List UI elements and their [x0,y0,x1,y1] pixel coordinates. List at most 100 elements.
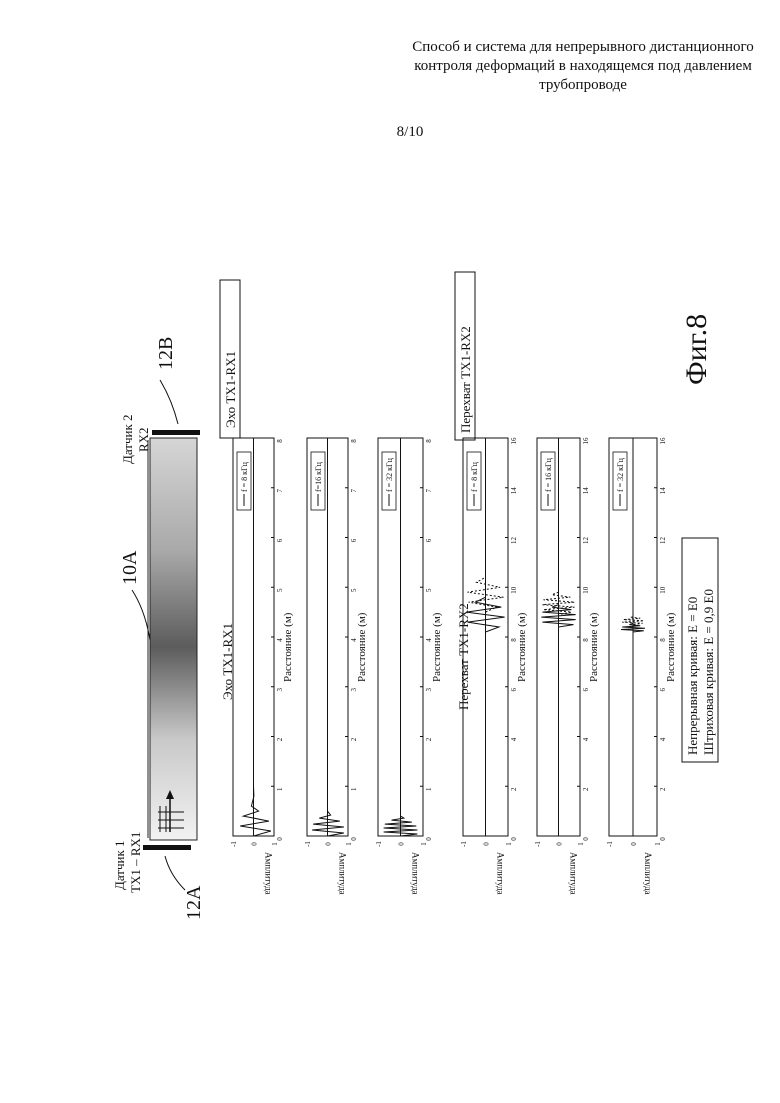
x-tick-label: 12 [582,537,590,545]
y-tick-label: -1 [230,841,238,847]
x-tick-label: 6 [659,688,667,692]
leader-10a [132,590,150,640]
amplitude-chart-6: 0246810121416-101АмплитудаРасстояние (м)… [606,437,677,895]
x-tick-label: 8 [425,439,433,443]
x-tick-label: 3 [350,688,358,692]
x-tick-label: 6 [425,538,433,542]
pipe-diagram: 12A 12B 10A Датчик 1 TX1 – RX1 Датчик 2 … [112,337,205,920]
y-tick-label: 0 [556,842,564,846]
x-tick-label: 16 [510,437,518,445]
legend-text: f = 16 кГц [544,457,553,492]
y-tick-label: 1 [345,842,353,846]
sensor2-channels: RX2 [136,427,151,452]
x-tick-label: 14 [510,487,518,495]
x-tick-label: 6 [276,538,284,542]
x-tick-label: 12 [659,537,667,545]
x-tick-label: 0 [659,837,667,841]
y-tick-label: 0 [398,842,406,846]
x-tick-label: 7 [350,489,358,493]
figure-label: Фиг.8 [680,314,713,385]
y-tick-label: 0 [251,842,259,846]
x-tick-label: 4 [659,737,667,741]
amplitude-chart-3: 012345678-101АмплитудаРасстояние (м)f = … [375,438,443,895]
x-tick-label: 2 [582,787,590,791]
y-axis-label: Амплитуда [411,852,421,895]
x-tick-label: 4 [582,737,590,741]
x-axis-label: Расстояние (м) [516,612,528,682]
y-tick-label: 1 [271,842,279,846]
sensor-12b-bar [152,430,200,435]
y-tick-label: -1 [460,841,468,847]
legend-line-2: Штриховая кривая: E = 0,9 E0 [701,589,716,755]
y-tick-label: 1 [420,842,428,846]
y-tick-label: 1 [654,842,662,846]
sensor-12a-bar [143,845,191,850]
y-tick-label: 0 [630,842,638,846]
amplitude-chart-5: 0246810121416-101АмплитудаРасстояние (м)… [534,437,600,895]
y-axis-label: Амплитуда [643,852,653,895]
x-tick-label: 8 [276,439,284,443]
x-tick-label: 5 [350,588,358,592]
ref-12a: 12A [183,885,205,920]
x-tick-label: 14 [659,487,667,495]
sensor1-name: Датчик 1 [112,840,127,890]
x-axis-label: Расстояние (м) [588,612,600,682]
x-tick-label: 2 [350,737,358,741]
x-axis-label: Расстояние (м) [356,612,368,682]
intercept-label: Перехват TX1-RX2 [458,326,473,433]
leader-12b [160,380,178,424]
x-tick-label: 4 [510,737,518,741]
x-tick-label: 0 [425,837,433,841]
amplitude-chart-2: 012345678-101АмплитудаРасстояние (м)f=16… [304,438,368,895]
y-axis-label: Амплитуда [264,852,274,895]
x-tick-label: 0 [510,837,518,841]
x-tick-label: 16 [582,437,590,445]
x-tick-label: 6 [350,538,358,542]
x-tick-label: 10 [510,586,518,594]
x-tick-label: 5 [276,588,284,592]
x-tick-label: 2 [510,787,518,791]
x-tick-label: 0 [350,837,358,841]
y-tick-label: 0 [325,842,333,846]
legend-text: f = 32 кГц [385,457,394,492]
x-tick-label: 7 [276,489,284,493]
y-tick-label: -1 [606,841,614,847]
x-tick-label: 6 [510,688,518,692]
y-tick-label: 0 [483,842,491,846]
leader-12a [165,856,185,890]
x-tick-label: 2 [276,737,284,741]
y-tick-label: 1 [577,842,585,846]
x-tick-label: 5 [425,588,433,592]
sensor2-name: Датчик 2 [120,414,135,464]
y-tick-label: -1 [304,841,312,847]
x-tick-label: 3 [276,688,284,692]
pipe-10a [150,438,197,840]
x-tick-label: 3 [425,688,433,692]
x-tick-label: 10 [582,586,590,594]
y-axis-label: Амплитуда [496,852,506,895]
y-axis-label: Амплитуда [569,852,579,895]
amplitude-chart-1: 012345678-101АмплитудаРасстояние (м)f = … [230,438,294,895]
legend-text: f=16 кГц [314,461,323,492]
x-tick-label: 10 [659,586,667,594]
legend-text: f = 8 кГц [240,461,249,492]
x-tick-label: 2 [659,787,667,791]
x-tick-label: 1 [425,787,433,791]
x-tick-label: 1 [276,787,284,791]
x-tick-label: 0 [582,837,590,841]
x-tick-label: 6 [582,688,590,692]
x-tick-label: 12 [510,537,518,545]
y-axis-label: Амплитуда [338,852,348,895]
x-tick-label: 14 [582,487,590,495]
echo-label: Эхо TX1-RX1 [223,351,238,428]
ref-10a: 10A [119,550,141,585]
legend-text: f = 8 кГц [470,461,479,492]
y-tick-label: -1 [375,841,383,847]
charts-layer: 012345678-101АмплитудаРасстояние (м)f = … [230,437,677,895]
x-tick-label: 8 [350,439,358,443]
legend-line-1: Непрерывная кривая: E = E0 [685,597,700,755]
x-tick-label: 16 [659,437,667,445]
legend-text: f = 32 кГц [616,457,625,492]
x-tick-label: 0 [276,837,284,841]
